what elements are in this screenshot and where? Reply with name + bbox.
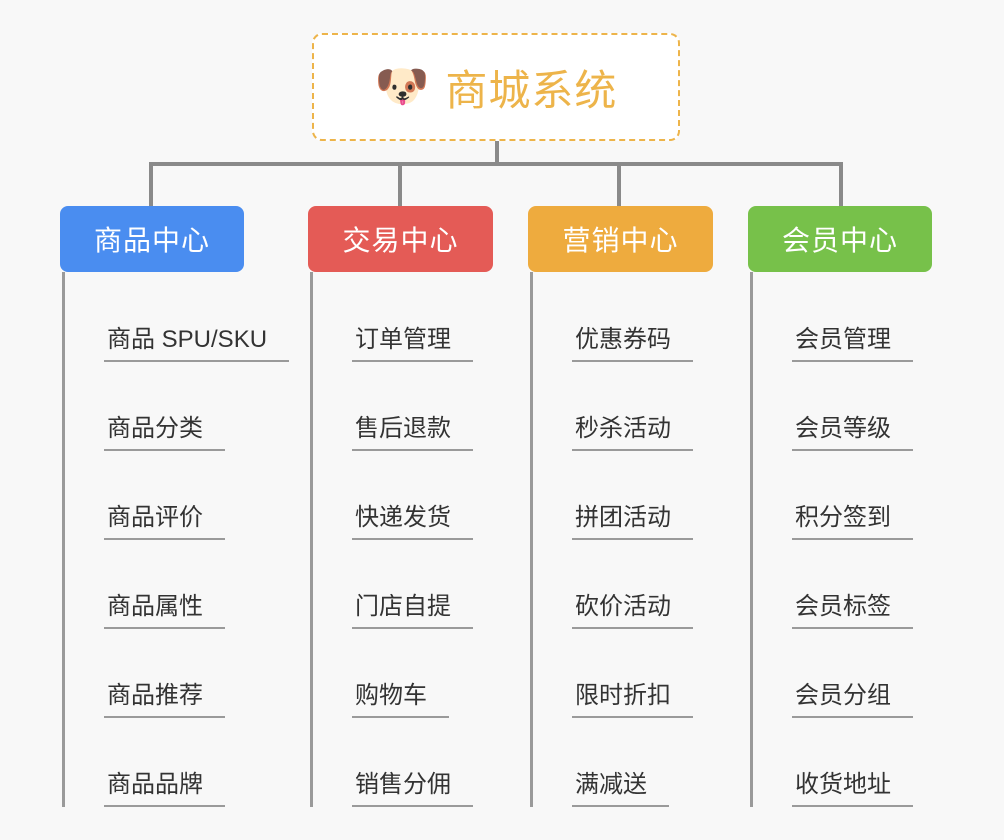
connector-horizontal-bus bbox=[149, 162, 843, 166]
branch-column-product: 商品中心 商品 SPU/SKU 商品分类 商品评价 商品属性 商品推荐 商品品牌 bbox=[60, 206, 290, 807]
list-item[interactable]: 收货地址 bbox=[753, 718, 932, 807]
connector-drop-1 bbox=[149, 162, 153, 206]
list-item-label: 会员分组 bbox=[792, 675, 913, 718]
list-item[interactable]: 限时折扣 bbox=[533, 629, 713, 718]
list-item[interactable]: 积分签到 bbox=[753, 451, 932, 540]
list-item[interactable]: 砍价活动 bbox=[533, 540, 713, 629]
list-item[interactable]: 快递发货 bbox=[313, 451, 493, 540]
list-item-label: 收货地址 bbox=[792, 764, 913, 807]
branch-header-marketing[interactable]: 营销中心 bbox=[528, 206, 713, 272]
connector-drop-3 bbox=[617, 162, 621, 206]
list-item[interactable]: 商品推荐 bbox=[65, 629, 244, 718]
branch-items-member: 会员管理 会员等级 积分签到 会员标签 会员分组 收货地址 bbox=[750, 272, 932, 807]
list-item-label: 商品评价 bbox=[104, 497, 225, 540]
list-item-label: 购物车 bbox=[352, 675, 449, 718]
list-item-label: 销售分佣 bbox=[352, 764, 473, 807]
connector-root-stem bbox=[495, 141, 499, 165]
list-item[interactable]: 会员标签 bbox=[753, 540, 932, 629]
list-item[interactable]: 商品分类 bbox=[65, 362, 244, 451]
list-item[interactable]: 秒杀活动 bbox=[533, 362, 713, 451]
root-node[interactable]: 🐶 商城系统 bbox=[312, 33, 680, 141]
branch-header-product[interactable]: 商品中心 bbox=[60, 206, 244, 272]
branch-column-member: 会员中心 会员管理 会员等级 积分签到 会员标签 会员分组 收货地址 bbox=[748, 206, 932, 807]
list-item-label: 会员等级 bbox=[792, 408, 913, 451]
list-item-label: 积分签到 bbox=[792, 497, 913, 540]
list-item-label: 售后退款 bbox=[352, 408, 473, 451]
list-item-label: 限时折扣 bbox=[572, 675, 693, 718]
list-item-label: 优惠券码 bbox=[572, 319, 693, 362]
list-item[interactable]: 售后退款 bbox=[313, 362, 493, 451]
list-item[interactable]: 会员分组 bbox=[753, 629, 932, 718]
list-item[interactable]: 商品属性 bbox=[65, 540, 244, 629]
root-title: 商城系统 bbox=[445, 66, 618, 114]
list-item-label: 满减送 bbox=[572, 764, 669, 807]
branch-items-marketing: 优惠券码 秒杀活动 拼团活动 砍价活动 限时折扣 满减送 bbox=[530, 272, 713, 807]
list-item[interactable]: 商品品牌 bbox=[65, 718, 244, 807]
list-item-label: 会员标签 bbox=[792, 586, 913, 629]
list-item[interactable]: 门店自提 bbox=[313, 540, 493, 629]
list-item-label: 门店自提 bbox=[352, 586, 473, 629]
list-item[interactable]: 商品 SPU/SKU bbox=[65, 290, 290, 362]
branch-column-marketing: 营销中心 优惠券码 秒杀活动 拼团活动 砍价活动 限时折扣 满减送 bbox=[528, 206, 713, 807]
shiba-dog-face-icon: 🐶 bbox=[374, 62, 430, 111]
list-item[interactable]: 拼团活动 bbox=[533, 451, 713, 540]
list-item-label: 会员管理 bbox=[792, 319, 913, 362]
list-item-label: 拼团活动 bbox=[572, 497, 693, 540]
connector-drop-2 bbox=[398, 162, 402, 206]
branch-column-trade: 交易中心 订单管理 售后退款 快递发货 门店自提 购物车 销售分佣 bbox=[308, 206, 493, 807]
list-item-label: 商品分类 bbox=[104, 408, 225, 451]
list-item-label: 订单管理 bbox=[352, 319, 473, 362]
branch-header-trade[interactable]: 交易中心 bbox=[308, 206, 493, 272]
connector-drop-4 bbox=[839, 162, 843, 206]
list-item[interactable]: 会员管理 bbox=[753, 290, 932, 362]
list-item[interactable]: 订单管理 bbox=[313, 290, 493, 362]
list-item-label: 商品属性 bbox=[104, 586, 225, 629]
list-item[interactable]: 会员等级 bbox=[753, 362, 932, 451]
list-item-label: 商品品牌 bbox=[104, 764, 225, 807]
branch-header-member[interactable]: 会员中心 bbox=[748, 206, 932, 272]
list-item-label: 商品 SPU/SKU bbox=[104, 319, 290, 362]
list-item[interactable]: 商品评价 bbox=[65, 451, 244, 540]
branch-items-product: 商品 SPU/SKU 商品分类 商品评价 商品属性 商品推荐 商品品牌 bbox=[62, 272, 290, 807]
list-item[interactable]: 优惠券码 bbox=[533, 290, 713, 362]
branch-items-trade: 订单管理 售后退款 快递发货 门店自提 购物车 销售分佣 bbox=[310, 272, 493, 807]
list-item-label: 秒杀活动 bbox=[572, 408, 693, 451]
list-item[interactable]: 购物车 bbox=[313, 629, 493, 718]
list-item-label: 商品推荐 bbox=[104, 675, 225, 718]
list-item[interactable]: 满减送 bbox=[533, 718, 713, 807]
list-item[interactable]: 销售分佣 bbox=[313, 718, 493, 807]
list-item-label: 快递发货 bbox=[352, 497, 473, 540]
list-item-label: 砍价活动 bbox=[572, 586, 693, 629]
